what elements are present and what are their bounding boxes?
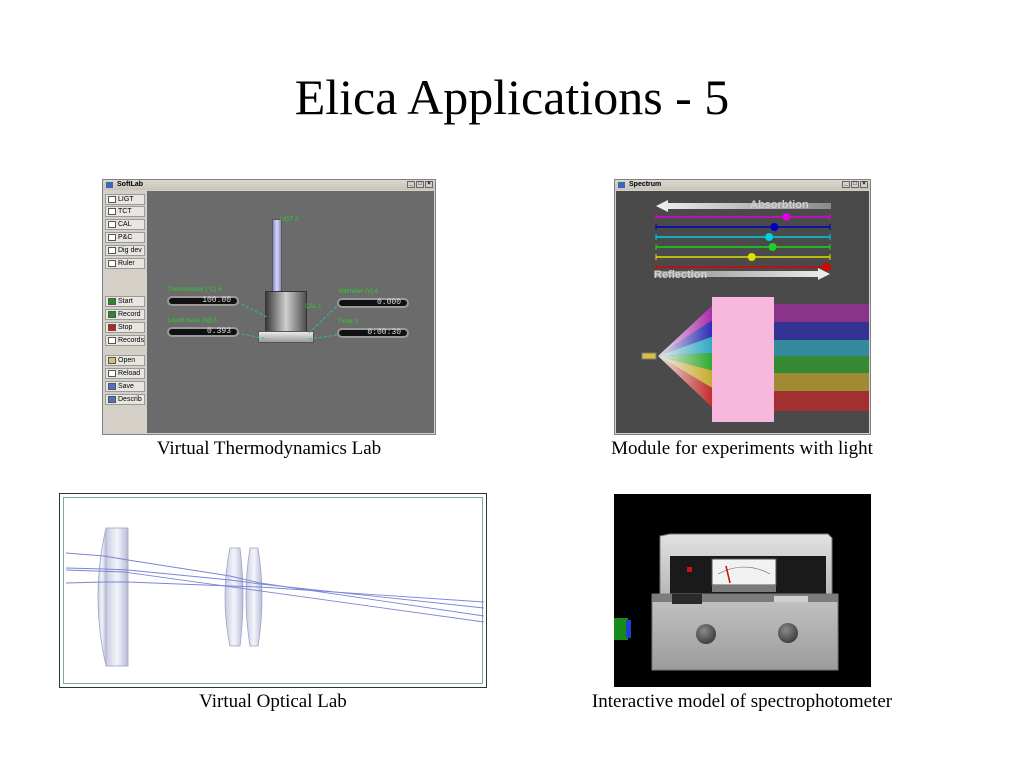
file-label: Describ (118, 396, 142, 403)
timer-readout: 0:00:30 (337, 328, 409, 338)
app-icon (106, 182, 113, 188)
spectrophotometer-caption: Interactive model of spectrophotometer (591, 691, 893, 712)
spectrum-window: Spectrum _ □ × Absorbtion Reflection (614, 179, 871, 435)
file-label: Reload (118, 370, 141, 377)
voltmeter-readout: 0.000 (337, 298, 409, 308)
light-fan (641, 304, 869, 411)
wavelength-sliders[interactable] (616, 191, 869, 433)
calorimeter-icon (108, 221, 116, 228)
minimize-button[interactable]: _ (842, 181, 850, 188)
describe-icon (108, 396, 116, 403)
describe-button[interactable]: Describ (105, 394, 145, 405)
reload-button[interactable]: Reload (105, 368, 145, 379)
sample-block[interactable] (712, 297, 774, 422)
close-button[interactable]: × (860, 181, 868, 188)
maximize-button[interactable]: □ (851, 181, 859, 188)
thermometer-icon (108, 196, 116, 203)
tool-label: Dig dev (118, 247, 142, 254)
records-icon (108, 337, 116, 344)
tool-label: TCT (118, 208, 132, 215)
cal-label: CAL 1 (305, 304, 322, 310)
file-label: Open (118, 357, 136, 364)
softlab-sidebar: LIGT TCT CAL P&C Dig dev Ruler Start Rec… (104, 191, 146, 433)
softlab-title: SoftLab (117, 181, 144, 188)
optical-scene (65, 527, 484, 667)
tool-digdev-button[interactable]: Dig dev (105, 245, 145, 256)
spectrum-arrows (654, 200, 831, 280)
reflection-label: Reflection (654, 269, 708, 281)
open-button[interactable]: Open (105, 355, 145, 366)
spectrophotometer-view[interactable] (614, 494, 871, 687)
close-button[interactable]: × (425, 181, 433, 188)
file-label: Save (118, 383, 134, 390)
slider-handle[interactable] (768, 243, 777, 251)
softlab-window: SoftLab _ □ × LIGT TCT CAL P&C Dig dev R… (102, 179, 436, 435)
spectrophotometer-model (614, 533, 839, 671)
minimize-button[interactable]: _ (407, 181, 415, 188)
slider-handle[interactable] (747, 253, 756, 261)
tool-label: Ruler (118, 260, 135, 267)
spectrum-title: Spectrum (629, 181, 662, 188)
control-label: Record (118, 311, 141, 318)
stop-icon (108, 324, 116, 331)
control-label: Start (118, 298, 133, 305)
tool-label: LIGT (118, 196, 134, 203)
timer-label: Timer 3 (338, 319, 359, 325)
thermo-label: LIGT 2 (280, 217, 299, 223)
slider-handle[interactable] (765, 233, 774, 241)
maximize-button[interactable]: □ (416, 181, 424, 188)
spectrum-canvas[interactable]: Absorbtion Reflection (616, 191, 869, 433)
reload-icon (108, 370, 116, 377)
sensor-icon (108, 208, 116, 215)
slider-handle[interactable] (822, 263, 831, 271)
slide-title: Elica Applications - 5 (294, 69, 730, 125)
thermometer-label: Thermometer (°C) 5 (168, 287, 222, 293)
start-icon (108, 298, 116, 305)
optical-canvas[interactable] (63, 497, 484, 684)
absorption-label: Absorbtion (750, 199, 809, 211)
optical-lab-view (59, 493, 487, 688)
ruler-icon (108, 260, 116, 267)
thermometer-readout: 100.00 (167, 296, 239, 306)
liquid-mass-readout: 0.393 (167, 327, 239, 337)
save-icon (108, 383, 116, 390)
voltmeter-label: Voltmeter (V) 4 (338, 289, 379, 295)
calorimeter-beaker[interactable] (265, 291, 307, 335)
save-button[interactable]: Save (105, 381, 145, 392)
tool-cal-button[interactable]: CAL (105, 219, 145, 230)
slider-handle[interactable] (770, 223, 779, 231)
records-button[interactable]: Records (105, 335, 145, 346)
softlab-titlebar[interactable]: SoftLab _ □ × (103, 180, 435, 190)
start-button[interactable]: Start (105, 296, 145, 307)
control-label: Records (118, 337, 145, 344)
liquid-mass-label: Liquid mass (kg) 6 (168, 318, 218, 324)
thermo-caption: Virtual Thermodynamics Lab (156, 438, 382, 459)
control-label: Stop (118, 324, 133, 331)
record-icon (108, 311, 116, 318)
tool-tct-button[interactable]: TCT (105, 206, 145, 217)
tool-label: P&C (118, 234, 133, 241)
optical-caption: Virtual Optical Lab (199, 691, 347, 712)
sensor-wires (236, 301, 338, 340)
tool-ligt-button[interactable]: LIGT (105, 194, 145, 205)
tool-ruler-button[interactable]: Ruler (105, 258, 145, 269)
app-icon (618, 182, 625, 188)
tool-pc-button[interactable]: P&C (105, 232, 145, 243)
softlab-canvas[interactable]: LIGT 2 CAL 1 Thermometer (°C) 5 100.00 L… (147, 191, 434, 433)
open-icon (108, 357, 116, 364)
record-button[interactable]: Record (105, 309, 145, 320)
digital-device-icon (108, 247, 116, 254)
tool-label: CAL (118, 221, 132, 228)
spectrum-titlebar[interactable]: Spectrum _ □ × (615, 180, 870, 190)
slider-handle[interactable] (782, 213, 791, 221)
pressure-icon (108, 234, 116, 241)
stop-button[interactable]: Stop (105, 322, 145, 333)
spectrum-caption: Module for experiments with light (611, 438, 873, 459)
